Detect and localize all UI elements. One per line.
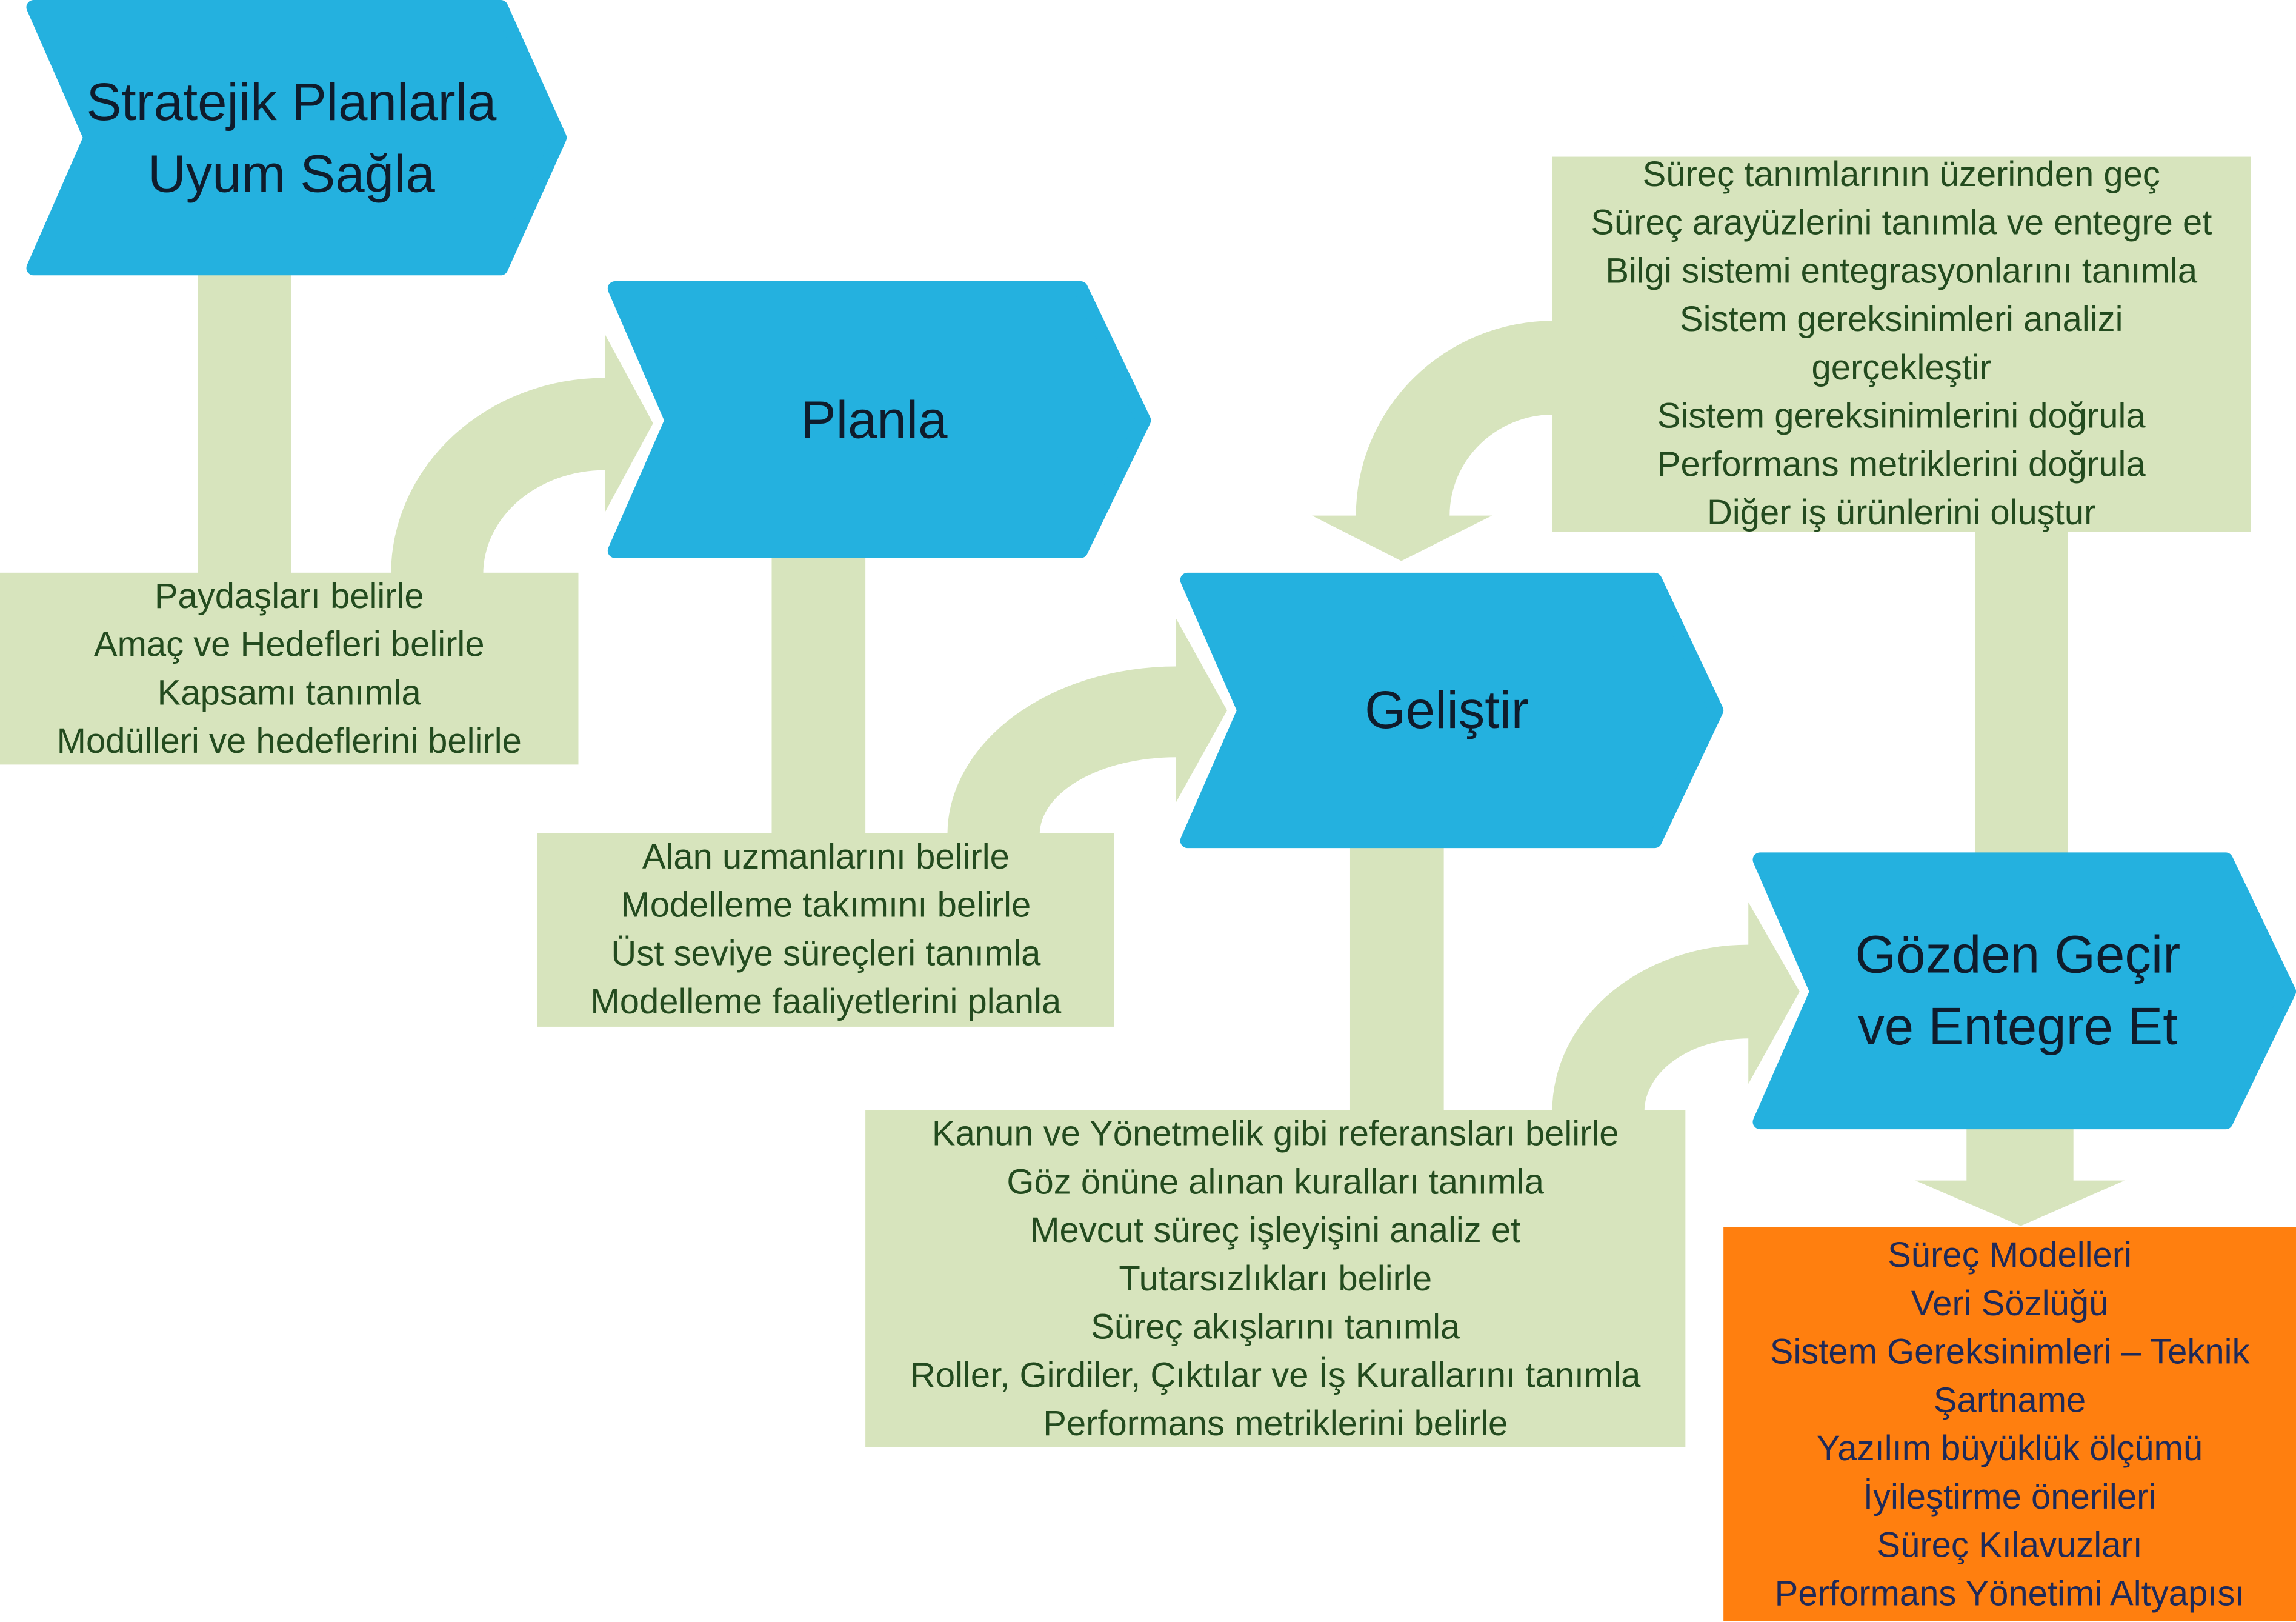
task-item: Üst seviye süreçleri tanımla <box>611 934 1041 974</box>
step-3-title-line: Geliştir <box>1365 679 1529 740</box>
step-2-title-line: Planla <box>800 389 948 449</box>
task-item: Performans metriklerini belirle <box>1043 1404 1508 1444</box>
connector-step-3-to-tasks <box>1349 835 1444 1115</box>
step-3-task-box: Kanun ve Yönetmelik gibi referansları be… <box>865 1110 1686 1447</box>
task-item: Kanun ve Yönetmelik gibi referansları be… <box>931 1113 1619 1153</box>
task-item: Göz önüne alınan kuralları tanımla <box>1007 1162 1544 1202</box>
output-item: Performans Yönetimi Altyapısı <box>1774 1574 2245 1614</box>
curved-arrow-tasks-4-to-step-3 <box>1312 321 1574 561</box>
task-item: Kapsamı tanımla <box>157 673 421 713</box>
step-4-chevron <box>1752 852 2296 1130</box>
output-item: Şartname <box>1933 1380 2086 1420</box>
task-item: Alan uzmanlarını belirle <box>642 838 1010 878</box>
task-item: Modülleri ve hedeflerini belirle <box>56 721 522 761</box>
task-item: Roller, Girdiler, Çıktılar ve İş Kuralla… <box>910 1355 1641 1395</box>
task-item: Performans metriklerini doğrula <box>1657 445 2146 485</box>
task-item: Paydaşları belirle <box>154 576 424 616</box>
task-item: Sistem gereksinimlerini doğrula <box>1657 396 2146 437</box>
step-4-title: Gözden Geçir ve Entegre Et <box>1786 852 2249 1127</box>
step-2-task-box: Alan uzmanlarını belirle Modelleme takım… <box>537 833 1114 1027</box>
curved-arrow-tasks-2-to-step-3 <box>947 618 1227 841</box>
curved-arrow-tasks-1-to-step-2 <box>391 333 653 580</box>
step-1-title-line: Stratejik Planlarla <box>86 72 497 132</box>
outputs-box: Süreç Modelleri Veri Sözlüğü Sistem Gere… <box>1723 1227 2296 1622</box>
task-item: gerçekleştir <box>1811 349 1992 389</box>
step-2-title: Planla <box>644 281 1104 556</box>
task-item: Amaç ve Hedefleri belirle <box>93 624 485 664</box>
step-3-chevron <box>1180 572 1724 849</box>
step-1-title-line: Uyum Sağla <box>147 143 435 204</box>
step-1-title: Stratejik Planlarla Uyum Sağla <box>59 0 524 275</box>
connector-step-2-to-tasks <box>771 544 866 838</box>
down-arrow-to-outputs <box>1915 1120 2125 1226</box>
step-3-title: Geliştir <box>1216 573 1679 847</box>
task-item: Modelleme takımını belirle <box>621 886 1031 926</box>
output-item: Yazılım büyüklük ölçümü <box>1816 1429 2203 1469</box>
output-item: Veri Sözlüğü <box>1911 1284 2109 1324</box>
connector-step-4-to-tasks <box>1975 527 2068 864</box>
step-1-chevron <box>26 0 567 276</box>
step-4-task-box: Süreç tanımlarının üzerinden geç Süreç a… <box>1552 155 2251 533</box>
output-item: İyileştirme önerileri <box>1863 1477 2157 1517</box>
task-item: Sistem gereksinimleri analizi <box>1679 300 2123 340</box>
task-item: Modelleme faaliyetlerini planla <box>590 983 1062 1023</box>
task-item: Bilgi sistemi entegrasyonlarını tanımla <box>1605 252 2198 292</box>
output-item: Süreç Modelleri <box>1888 1235 2132 1275</box>
task-item: Mevcut süreç işleyişini analiz et <box>1030 1210 1521 1250</box>
task-item: Diğer iş ürünlerini oluştur <box>1707 493 2096 533</box>
task-item: Süreç arayüzlerini tanımla ve entegre et <box>1591 203 2212 244</box>
output-item: Süreç Kılavuzları <box>1877 1525 2143 1565</box>
step-4-title-line: Gözden Geçir <box>1855 924 2181 984</box>
curved-arrow-tasks-3-to-step-4 <box>1552 902 1800 1118</box>
task-item: Tutarsızlıkları belirle <box>1119 1258 1433 1299</box>
step-2-chevron <box>607 281 1151 558</box>
task-item: Süreç tanımlarının üzerinden geç <box>1642 155 2160 195</box>
step-1-task-box: Paydaşları belirle Amaç ve Hedefleri bel… <box>0 572 579 765</box>
task-item: Süreç akışlarını tanımla <box>1091 1307 1460 1347</box>
output-item: Sistem Gereksinimleri – Teknik <box>1769 1332 2250 1372</box>
connector-step-1-to-tasks <box>198 263 291 579</box>
step-4-title-line: ve Entegre Et <box>1858 996 2178 1056</box>
